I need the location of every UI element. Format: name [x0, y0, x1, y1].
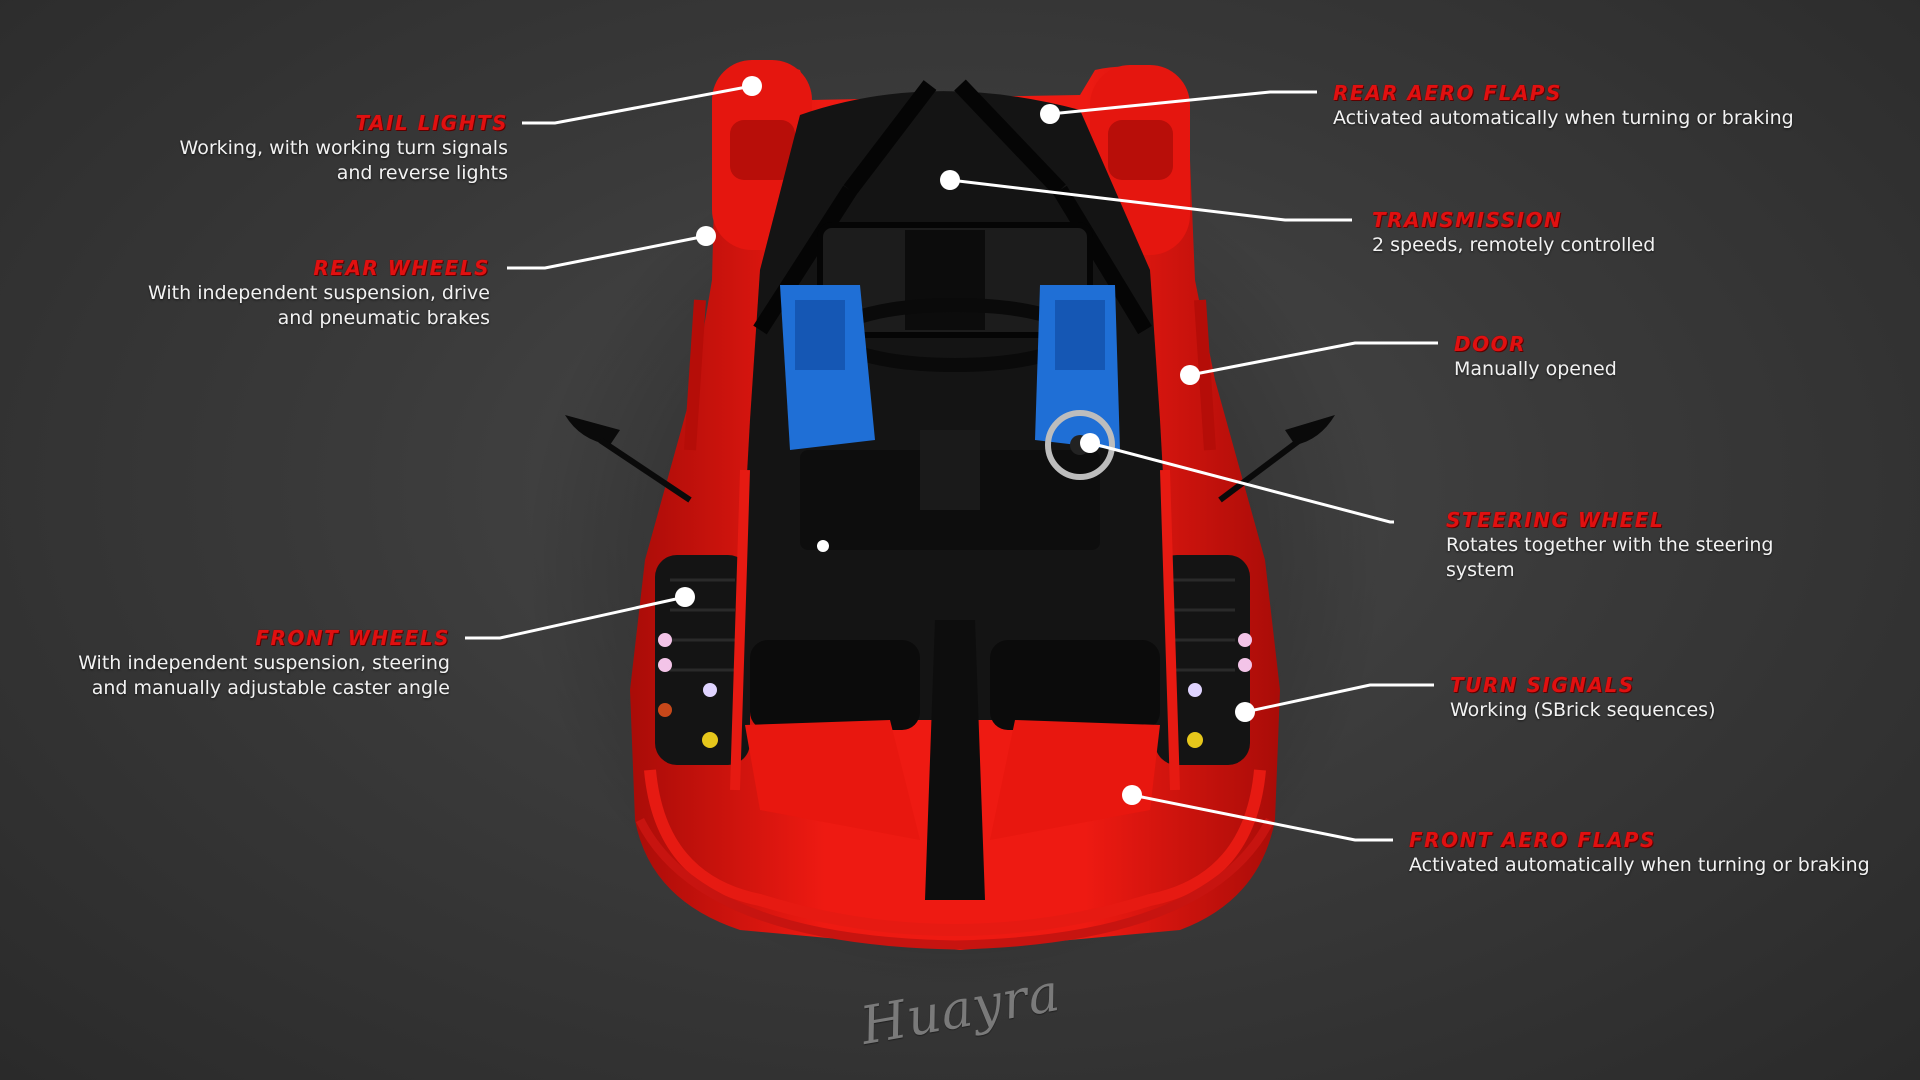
front-tube-2 [635, 817, 1275, 950]
callout-desc: Working (SBrick sequences) [1450, 699, 1716, 721]
leader-tail-lights [522, 84, 753, 125]
callout-desc: Activated automatically when turning or … [1333, 107, 1794, 129]
mirror-left [565, 415, 620, 445]
callout-title: FRONT AERO FLAPS [1409, 828, 1656, 852]
front-tube [644, 769, 1266, 936]
front-intake-left [750, 640, 920, 730]
leader-turn-signals [1244, 683, 1434, 714]
callout-tail-lights: TAIL LIGHTS Working, with working turn s… [180, 110, 508, 186]
mirror-left-arm [598, 437, 692, 503]
callout-desc: Manually opened [1454, 358, 1617, 380]
callout-transmission: TRANSMISSION 2 speeds, remotely controll… [1372, 207, 1655, 258]
callout-desc: Working, with working turn signals [179, 137, 508, 159]
leader-front-aero-flaps [1131, 793, 1393, 842]
callout-title: REAR WHEELS [313, 256, 490, 280]
front-flap-left [745, 720, 920, 840]
dot-rear-aero-flaps [1040, 104, 1060, 124]
dot-transmission [940, 170, 960, 190]
leader-steering-wheel [1089, 441, 1394, 524]
dot-steering-wheel [1080, 433, 1100, 453]
leader-rear-aero-flaps [1049, 90, 1317, 116]
callout-desc: Activated automatically when turning or … [1409, 854, 1870, 876]
callout-front-wheels: FRONT WHEELS With independent suspension… [78, 625, 450, 701]
steering-wheel-shape [1045, 410, 1115, 480]
callout-title: FRONT WHEELS [255, 626, 450, 650]
leader-rear-wheels [507, 234, 707, 270]
callout-desc: and pneumatic brakes [277, 307, 490, 329]
mirror-right-arm [1218, 437, 1302, 503]
callout-title: DOOR [1454, 332, 1527, 356]
callout-turn-signals: TURN SIGNALS Working (SBrick sequences) [1450, 672, 1716, 723]
rear-left-pod-shade [730, 120, 795, 180]
callout-front-aero-flaps: FRONT AERO FLAPS Activated automatically… [1409, 827, 1870, 878]
roll-bar-right [1160, 469, 1180, 791]
leader-lines [465, 84, 1438, 842]
callout-desc: system [1446, 559, 1515, 581]
front-spine [925, 620, 985, 900]
door-left-edge [684, 299, 706, 451]
door-right-edge [1194, 299, 1216, 451]
callout-title: TURN SIGNALS [1450, 673, 1635, 697]
callout-steering-wheel: STEERING WHEEL Rotates together with the… [1446, 507, 1774, 583]
gear-box [920, 430, 980, 510]
callout-title: REAR AERO FLAPS [1333, 81, 1562, 105]
callout-desc: With independent suspension, steering [78, 652, 450, 674]
callout-dots [675, 76, 1255, 805]
seat-right-shade [1055, 300, 1105, 370]
leader-front-wheels [465, 595, 686, 640]
dot-rear-wheels [696, 226, 716, 246]
leader-transmission [949, 178, 1352, 222]
leader-door [1189, 341, 1438, 377]
dot-front-wheels [675, 587, 695, 607]
rear-right-pod-shade [1108, 120, 1173, 180]
dot-front-aero-flaps [1122, 785, 1142, 805]
front-wheel-right [1155, 555, 1250, 765]
callout-desc: With independent suspension, drive [148, 282, 490, 304]
engine-block [905, 230, 985, 330]
callout-rear-wheels: REAR WHEELS With independent suspension,… [148, 255, 490, 331]
front-wheel-left [655, 555, 750, 765]
dot-cable [817, 540, 829, 552]
front-intake-right [990, 640, 1160, 730]
callout-title: TRANSMISSION [1372, 208, 1563, 232]
callout-desc: and manually adjustable caster angle [91, 677, 450, 699]
callout-title: STEERING WHEEL [1446, 508, 1665, 532]
rear-frame [753, 79, 1152, 335]
dot-tail-lights [742, 76, 762, 96]
seat-left-shade [795, 300, 845, 370]
callout-title: TAIL LIGHTS [355, 111, 508, 135]
tire-treads [670, 578, 1235, 672]
roll-bar-left [730, 469, 750, 791]
dot-turn-signals [1235, 702, 1255, 722]
callout-desc: and reverse lights [336, 162, 508, 184]
callout-door: DOOR Manually opened [1454, 331, 1617, 382]
front-flap-right [990, 720, 1160, 840]
dot-door [1180, 365, 1200, 385]
callout-rear-aero-flaps: REAR AERO FLAPS Activated automatically … [1333, 80, 1794, 131]
callout-desc: 2 speeds, remotely controlled [1372, 234, 1656, 256]
callout-desc: Rotates together with the steering [1446, 534, 1774, 556]
mirror-right [1285, 415, 1335, 445]
